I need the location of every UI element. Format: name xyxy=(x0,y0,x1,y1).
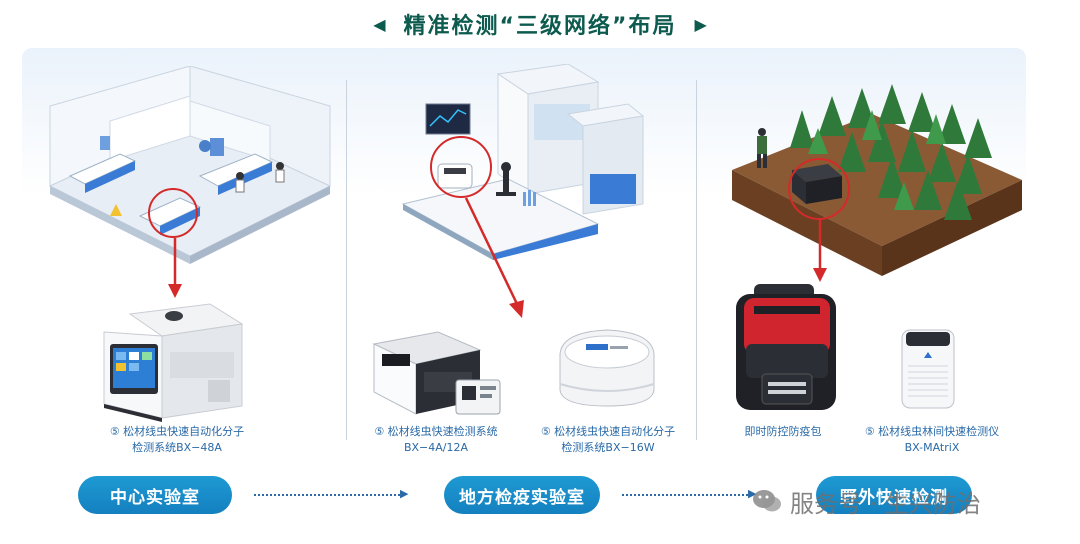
product-caption: ⑤ 松材线虫快速自动化分子 检测系统BX−48A xyxy=(92,424,262,456)
caption-line: ⑤ 松材线虫快速自动化分子 xyxy=(109,425,245,438)
level-label-local-lab: 地方检疫实验室 xyxy=(444,476,600,514)
level-label-central-lab: 中心实验室 xyxy=(78,476,232,514)
highlight-circle xyxy=(148,188,198,238)
backpack-image xyxy=(736,284,836,410)
right-arrow-icon: ▶ xyxy=(400,487,409,500)
caption-line: BX-MAtriX xyxy=(904,441,960,454)
bx4a-device-image xyxy=(372,331,501,415)
caption-line: ⑤ 松材线虫快速自动化分子 xyxy=(540,425,676,438)
right-arrow-icon: ▶ xyxy=(748,487,757,500)
product-caption: ⑤ 松材线虫快速检测系统 BX−4A/12A xyxy=(356,424,516,456)
left-triangle-icon: ◀ xyxy=(373,14,386,34)
product-caption: 即时防控防疫包 xyxy=(728,424,838,440)
highlight-circle xyxy=(788,158,850,220)
watermark: 服务号 · 生兴防治 xyxy=(752,484,981,518)
bx48a-device-image xyxy=(103,303,244,422)
right-triangle-icon: ▶ xyxy=(694,14,707,34)
central-lab-illustration xyxy=(48,66,332,264)
caption-line: ⑤ 松材线虫林间快速检测仪 xyxy=(864,425,1000,438)
product-caption: ⑤ 松材线虫快速自动化分子 检测系统BX−16W xyxy=(528,424,688,456)
dotted-connector xyxy=(254,494,400,496)
forest-field-illustration xyxy=(732,84,1022,276)
product-caption: ⑤ 松材线虫林间快速检测仪 BX-MAtriX xyxy=(852,424,1012,456)
caption-line: ⑤ 松材线虫快速检测系统 xyxy=(374,425,498,438)
header: ◀ 精准检测“三级网络”布局 ▶ xyxy=(0,8,1080,40)
down-arrow-icon xyxy=(168,238,182,298)
local-lab-illustration xyxy=(401,64,645,260)
watermark-text: 服务号 · 生兴防治 xyxy=(790,489,981,518)
level-label-field: 野外快速检测 xyxy=(816,476,972,514)
caption-line: BX−4A/12A xyxy=(403,441,469,454)
caption-line: 检测系统BX−48A xyxy=(132,441,222,454)
page-title: 精准检测“三级网络”布局 xyxy=(403,14,677,39)
bx-matrix-device-image xyxy=(901,329,955,409)
caption-line: 检测系统BX−16W xyxy=(561,441,655,454)
column-divider xyxy=(696,80,697,440)
dotted-connector xyxy=(622,494,748,496)
highlight-circle xyxy=(430,136,492,198)
caption-line: 即时防控防疫包 xyxy=(744,425,822,438)
down-arrow-icon xyxy=(813,218,827,282)
bx16w-device-image xyxy=(559,329,655,407)
wechat-icon xyxy=(753,490,781,512)
down-right-arrow-icon xyxy=(464,197,524,318)
column-divider xyxy=(346,80,347,440)
